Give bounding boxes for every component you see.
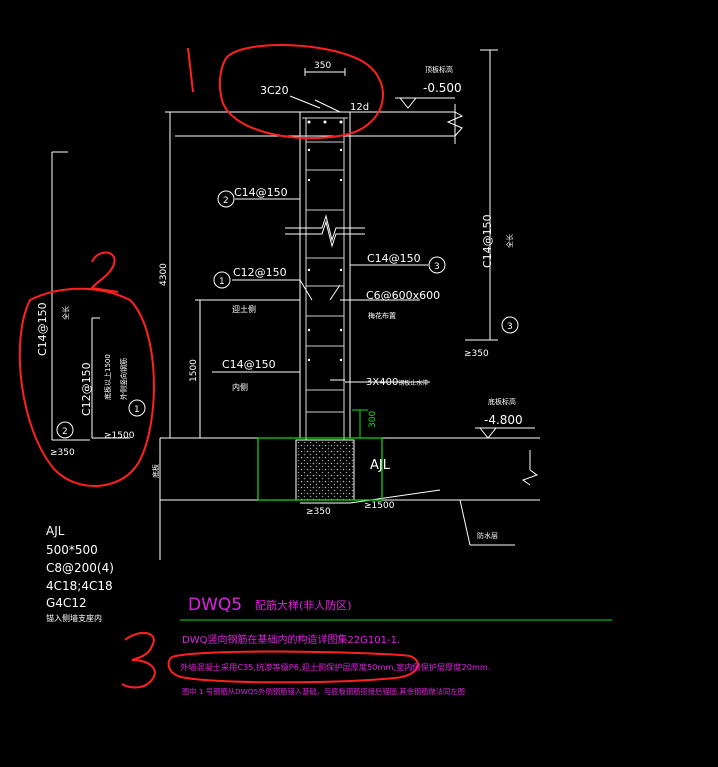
level-bottom-title: 底板标高 bbox=[488, 397, 516, 406]
right-rebar-note: 全长 bbox=[505, 234, 514, 248]
dim-4300: 4300 bbox=[159, 263, 169, 286]
top-width-label: 350 bbox=[314, 61, 331, 71]
anchor-length-label: 12d bbox=[350, 102, 369, 113]
left-marker-2: 2 bbox=[62, 427, 68, 437]
left-marker-1: 1 bbox=[134, 405, 140, 415]
ajl-stirrup: C8@200(4) bbox=[46, 561, 114, 575]
rebar-1-marker: 1 bbox=[219, 277, 225, 287]
inner-side-label: 内侧 bbox=[232, 382, 248, 392]
rebar-dots bbox=[307, 120, 343, 362]
rebar-2-marker: 2 bbox=[223, 196, 229, 206]
dim-1500: 1500 bbox=[189, 359, 199, 382]
drawing-title-desc: 配筋大样(非人防区) bbox=[255, 598, 352, 612]
foot-label: AJL bbox=[370, 458, 391, 473]
left-rebar-sub-note1: 底板以上1500 bbox=[103, 354, 112, 400]
tie-note-label: 梅花布置 bbox=[368, 311, 396, 320]
rebar-3-marker: 3 bbox=[434, 262, 440, 272]
foundation-note: 防水层 bbox=[477, 531, 498, 540]
dim-bottom-350: ≥350 bbox=[306, 507, 331, 517]
right-rebar-label: C14@150 bbox=[481, 214, 494, 268]
ajl-note: 锚入侧墙支座内 bbox=[46, 613, 102, 623]
right-marker: 3 bbox=[507, 322, 513, 332]
dim-300: 300 bbox=[368, 411, 378, 428]
foundation-beam bbox=[257, 409, 383, 501]
outer-side-label: 迎土侧 bbox=[232, 304, 256, 314]
left-ground-note: 底板 bbox=[151, 464, 160, 478]
level-bottom-value: -4.800 bbox=[484, 413, 523, 427]
rebar-lower-label: C14@150 bbox=[222, 358, 276, 371]
red-annotations bbox=[18, 44, 419, 689]
left-rebar-sub: C12@150 bbox=[80, 362, 93, 416]
ajl-size: 500*500 bbox=[46, 543, 98, 557]
right-dim: ≥350 bbox=[464, 349, 489, 359]
note-line-3: 图中 1 号钢筋从DWQ5外侧钢筋锚入基础，与底板钢筋搭接后锚固,其余钢筋做法同… bbox=[182, 687, 465, 696]
ajl-title: AJL bbox=[46, 524, 65, 538]
marker-circles bbox=[56, 190, 519, 439]
rebar-2-label: C14@150 bbox=[234, 186, 288, 199]
dim-bottom-1500: ≥1500 bbox=[364, 501, 395, 511]
left-dim-350: ≥350 bbox=[50, 448, 75, 458]
rebar-1-label: C12@150 bbox=[233, 266, 287, 279]
note-line-1: DWQ竖向钢筋在基础内的构造详图集22G101-1. bbox=[182, 633, 400, 646]
level-top-value: -0.500 bbox=[423, 81, 462, 95]
left-sketch bbox=[51, 151, 130, 441]
left-rebar-main-note: 全长 bbox=[61, 306, 70, 320]
bottom-bar-label: 3X400钢板止水带 bbox=[366, 377, 428, 388]
level-top-title: 顶板标高 bbox=[425, 65, 453, 74]
left-rebar-sub-note2: 外侧竖向钢筋 bbox=[119, 358, 128, 400]
tie-rebar-label: C6@600x600 bbox=[366, 289, 440, 302]
rebar-3-label: C14@150 bbox=[367, 252, 421, 265]
wall-section bbox=[159, 49, 540, 560]
drawing-title-code: DWQ5 bbox=[188, 595, 242, 615]
left-rebar-main: C14@150 bbox=[36, 302, 49, 356]
note-line-2: 外墙混凝土采用C35,抗渗等级P6,迎土侧保护层厚度50mm,室内侧保护层厚度2… bbox=[180, 662, 491, 672]
left-dim-1500: ≥1500 bbox=[104, 431, 135, 441]
top-rebar-label: 3C20 bbox=[260, 84, 289, 97]
ajl-side: G4C12 bbox=[46, 596, 87, 610]
wall-ties bbox=[306, 141, 344, 413]
ajl-main: 4C18;4C18 bbox=[46, 579, 113, 593]
